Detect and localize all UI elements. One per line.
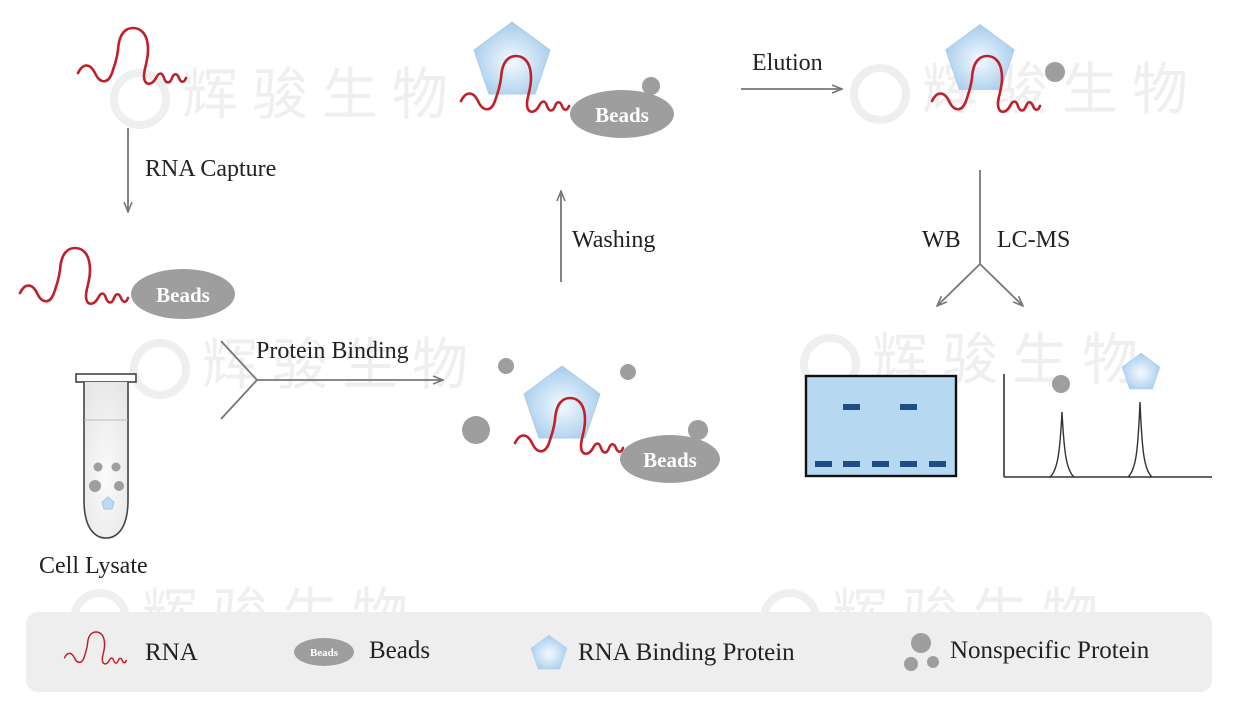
beads-icon — [620, 435, 720, 483]
gel-band — [900, 404, 917, 410]
washing-label: Washing — [572, 227, 656, 253]
tube-icon — [75, 373, 137, 539]
gel-band — [929, 461, 946, 467]
legend-nonspecific-label: Nonspecific Protein — [950, 637, 1150, 664]
gel-band — [900, 461, 917, 467]
legend-rbp-icon — [530, 634, 568, 670]
spectrum-peak — [1127, 401, 1153, 478]
nonspecific-protein-icon — [642, 77, 660, 95]
legend-rna-icon — [63, 631, 128, 665]
legend-rna-label: RNA — [145, 639, 198, 666]
legend-nonspecific-icon — [904, 633, 939, 671]
gel-band — [843, 404, 860, 410]
spectrum-peak — [1049, 411, 1075, 478]
legend — [26, 612, 1212, 692]
cell-lysate-label: Cell Lysate — [39, 553, 148, 579]
nonspecific-protein-icon — [498, 358, 514, 374]
nonspecific-protein-icon — [620, 364, 636, 380]
elution-label: Elution — [752, 50, 823, 76]
nonspecific-protein-icon — [1045, 62, 1065, 82]
analysis-split-arrow — [937, 170, 1023, 306]
gel-band — [872, 461, 889, 467]
watermark-logo-icon — [850, 63, 910, 124]
protein-binding-arrow — [220, 340, 443, 420]
mass-spectrum — [1003, 352, 1212, 478]
beads-icon — [570, 90, 674, 138]
nonspecific-protein-icon — [1052, 375, 1070, 393]
protein-binding-label: Protein Binding — [256, 338, 409, 364]
beads-label: Beads — [156, 283, 210, 307]
legend-beads-icon — [294, 638, 354, 666]
beads-icon — [131, 269, 235, 319]
beads-label: Beads — [643, 448, 697, 472]
legend-beads-label: Beads — [369, 637, 431, 664]
gel-band — [815, 461, 832, 467]
nonspecific-protein-icon — [462, 416, 490, 444]
lcms-label: LC-MS — [997, 227, 1071, 253]
watermark-logo-icon — [130, 338, 190, 399]
wb-label: WB — [922, 227, 961, 253]
beads-label: Beads — [595, 103, 649, 127]
watermark: 辉骏生物 — [110, 50, 462, 131]
legend-beads-mini-label: Beads — [310, 647, 339, 659]
legend-rbp-label: RNA Binding Protein — [578, 639, 795, 666]
nonspecific-protein-icon — [688, 420, 708, 440]
watermark-logo-icon — [110, 68, 170, 129]
gel-band — [843, 461, 860, 467]
western-blot-gel — [804, 374, 958, 478]
rna-capture-label: RNA Capture — [145, 156, 277, 182]
watermark: 辉骏生物 — [130, 320, 482, 401]
